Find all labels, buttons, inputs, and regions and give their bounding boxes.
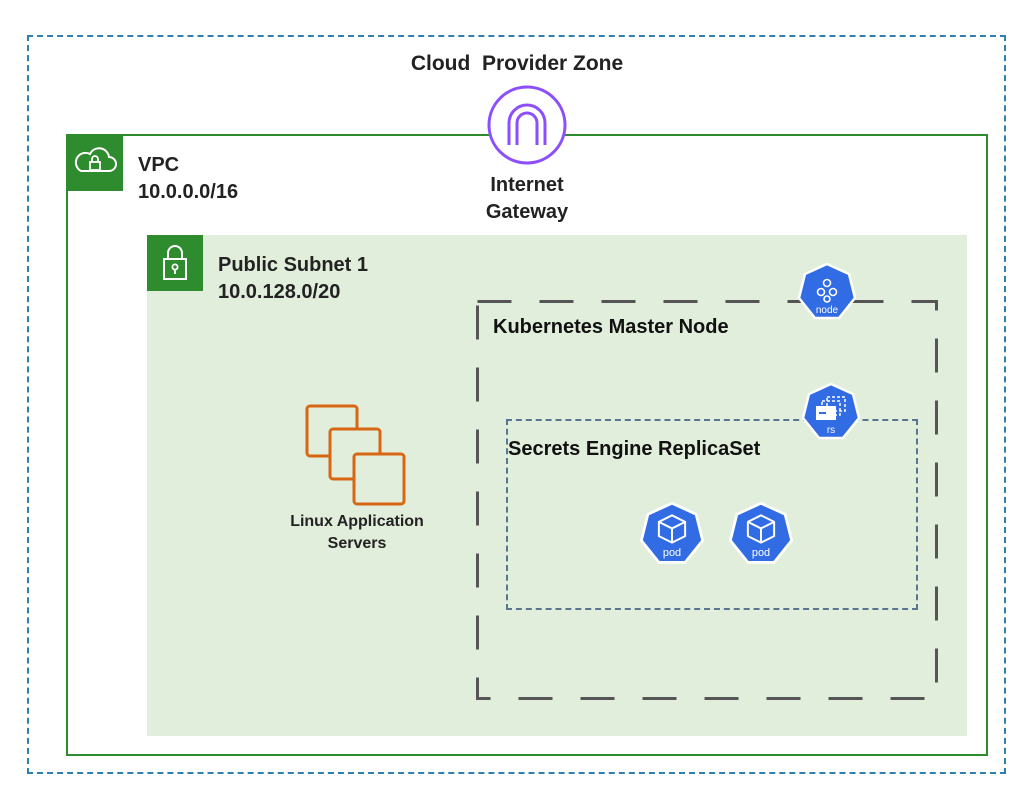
k8s-pod-icon: pod — [637, 500, 707, 575]
vpc-name: VPC — [138, 154, 180, 176]
servers-label: Linux Application Servers — [262, 511, 452, 555]
master-node-title: Kubernetes Master Node — [493, 316, 729, 338]
subnet-label: Public Subnet 1 10.0.128.0/20 — [218, 252, 368, 306]
internet-gateway-icon — [487, 85, 567, 165]
kubernetes-master-node — [476, 300, 938, 700]
node-badge-label: node — [816, 305, 839, 316]
replicaset-title: Secrets Engine ReplicaSet — [508, 438, 761, 460]
servers-line1: Linux Application — [290, 513, 424, 530]
ec2-instances-icon — [305, 404, 409, 508]
pod-label: pod — [663, 547, 681, 559]
gateway-line1: Internet — [490, 174, 564, 196]
cloud-provider-zone — [27, 35, 1006, 774]
subnet-cidr: 10.0.128.0/20 — [218, 281, 341, 303]
vpc-cloud-lock-icon — [67, 135, 123, 191]
vpc-label: VPC 10.0.0.0/16 — [138, 152, 238, 206]
k8s-pod-icon: pod — [726, 500, 796, 575]
k8s-replicaset-icon: rs — [799, 381, 863, 450]
zone-title: Cloud Provider Zone — [410, 52, 624, 75]
internet-gateway-label: Internet Gateway — [447, 172, 607, 226]
vpc-cidr: 10.0.0.0/16 — [138, 181, 239, 203]
subnet-name: Public Subnet 1 — [218, 254, 369, 276]
secrets-engine-replicaset — [506, 419, 918, 610]
servers-line2: Servers — [327, 535, 387, 552]
k8s-node-icon: node — [795, 261, 859, 330]
pod-label: pod — [752, 547, 770, 559]
subnet-lock-icon — [147, 235, 203, 291]
rs-badge-label: rs — [827, 425, 835, 436]
gateway-line2: Gateway — [485, 201, 569, 223]
